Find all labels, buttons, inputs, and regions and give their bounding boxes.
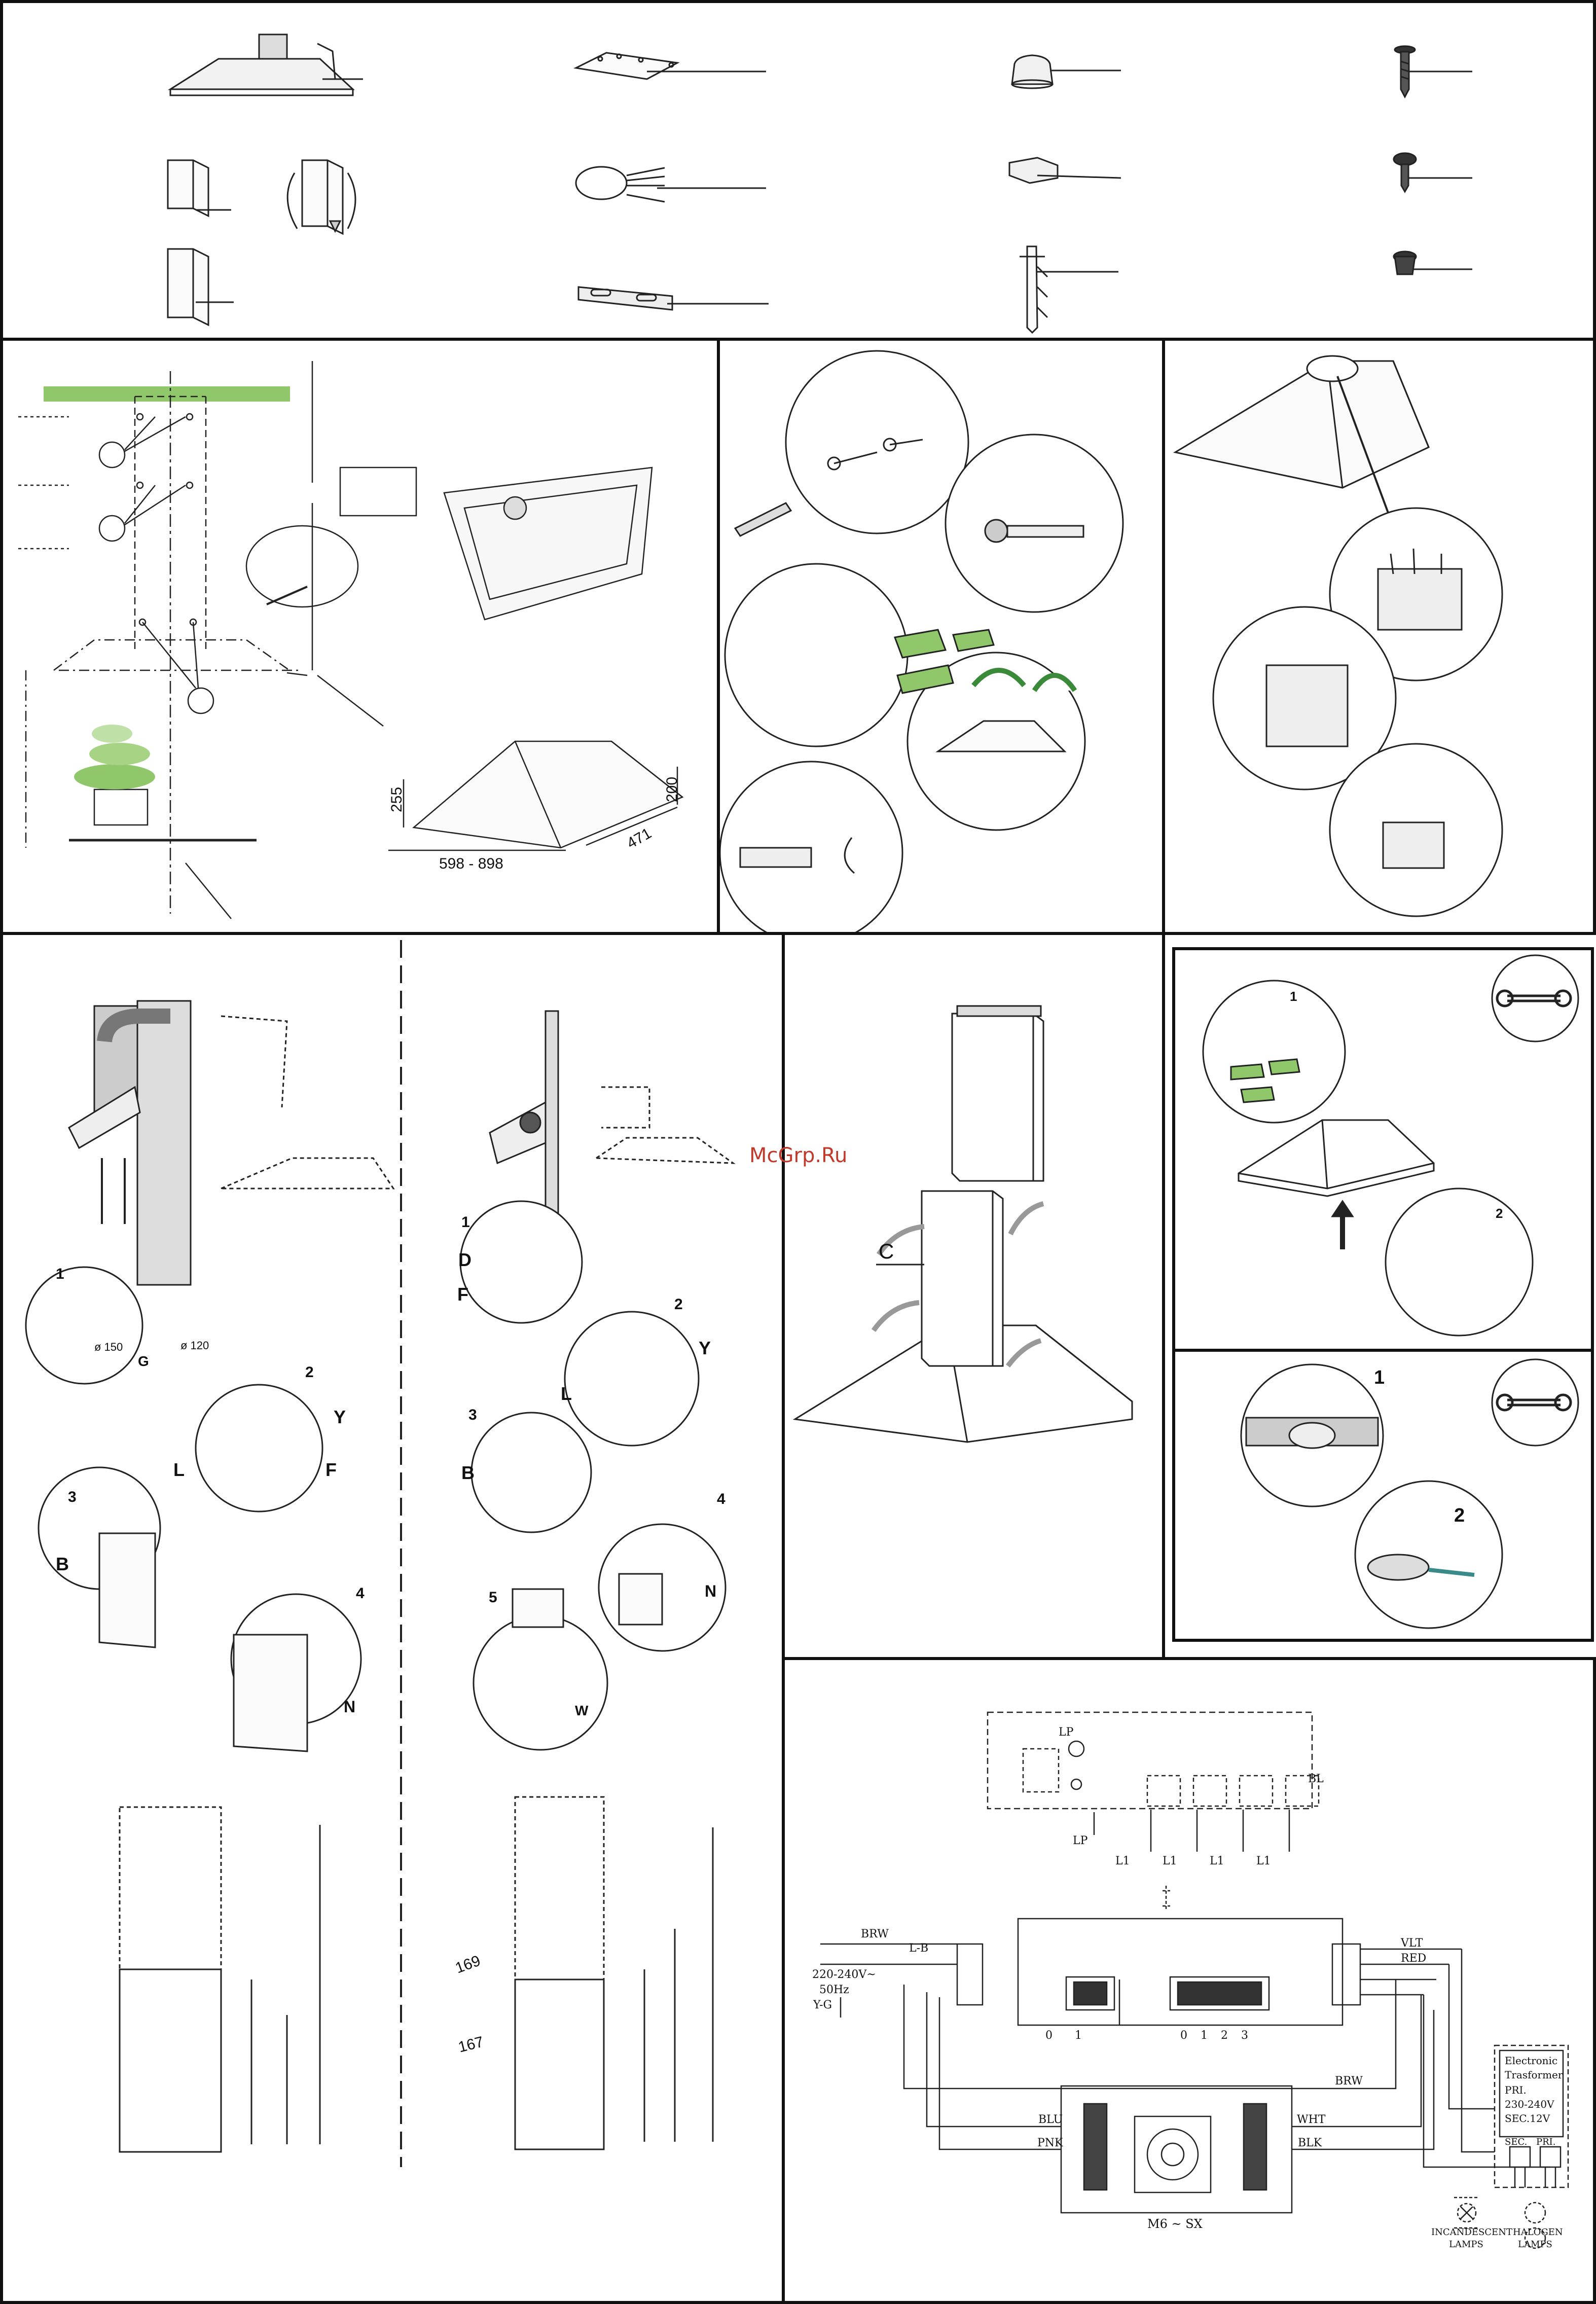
label-red: RED bbox=[1401, 1952, 1426, 1965]
dim-width: 598 - 898 bbox=[439, 855, 503, 873]
label-halogen-1: HALOGEN bbox=[1513, 2227, 1563, 2238]
label-lp: LP bbox=[1059, 1726, 1073, 1739]
label-blu: BLU bbox=[1038, 2113, 1063, 2126]
label-brw-left: BRW bbox=[861, 1928, 889, 1940]
ducting-drawing bbox=[3, 935, 782, 2301]
transformer-line-3: PRI. bbox=[1505, 2084, 1527, 2096]
parts-list-panel bbox=[0, 0, 1596, 341]
label-halogen-2: LAMPS bbox=[1518, 2239, 1552, 2250]
label-D: D bbox=[458, 1249, 471, 1271]
lamp-maintenance-panel: 1 2 bbox=[1172, 1349, 1594, 1642]
label-motor: M6 ~ SX bbox=[1147, 2217, 1203, 2231]
label-N: N bbox=[344, 1698, 355, 1716]
label-incandescent-1: INCANDESCENT bbox=[1431, 2227, 1512, 2238]
label-incandescent-2: LAMPS bbox=[1449, 2239, 1483, 2250]
installation-drawing bbox=[3, 341, 717, 932]
label-Y-recirc: Y bbox=[699, 1338, 711, 1359]
chimney-drawing bbox=[785, 935, 1162, 1657]
transformer-line-5: SEC.12V bbox=[1505, 2112, 1550, 2125]
electrical-connection-panel bbox=[1162, 338, 1596, 935]
ducted-step-4: 4 bbox=[356, 1585, 365, 1602]
label-L: L bbox=[173, 1459, 185, 1481]
label-vlt: VLT bbox=[1401, 1937, 1423, 1950]
recirc-step-3: 3 bbox=[468, 1407, 477, 1424]
label-ground: Y-G bbox=[813, 1999, 832, 2011]
switch-right-3: 3 bbox=[1241, 2029, 1248, 2042]
clip-part bbox=[1009, 158, 1121, 183]
ducted-step-1: 1 bbox=[56, 1266, 64, 1283]
hood-part bbox=[170, 34, 363, 95]
label-l1-1: L1 bbox=[1115, 1855, 1130, 1867]
label-sec: SEC. bbox=[1505, 2137, 1527, 2147]
ducted-step-2: 2 bbox=[305, 1364, 314, 1381]
label-N-recirc: N bbox=[705, 1582, 716, 1601]
ducting-panel: 1 2 3 4 ø 150 ø 120 G Y L F B N 1 2 3 4 … bbox=[0, 932, 785, 2304]
parts-drawings bbox=[3, 3, 1593, 338]
label-l1-3: L1 bbox=[1210, 1855, 1224, 1867]
filter-step-1: 1 bbox=[1290, 989, 1297, 1004]
plate-part bbox=[576, 53, 766, 79]
label-lp-bottom: LP bbox=[1073, 1834, 1087, 1847]
chimney-parts bbox=[168, 160, 355, 325]
label-G: G bbox=[138, 1353, 149, 1370]
label-B: B bbox=[56, 1554, 69, 1575]
chimney-panel: McGrp.Ru C bbox=[782, 932, 1165, 1660]
watermark: McGrp.Ru bbox=[749, 1144, 847, 1167]
ducted-step-3: 3 bbox=[68, 1489, 77, 1506]
switch-right-2: 2 bbox=[1221, 2029, 1228, 2042]
recirc-step-5: 5 bbox=[489, 1589, 497, 1606]
wiring-diagram-panel: LP LP L1 L1 L1 L1 BL BRW L-B 220-240V~ 5… bbox=[782, 1657, 1596, 2304]
label-brw-bottom: BRW bbox=[1335, 2075, 1363, 2087]
duct-diameter-150: ø 150 bbox=[94, 1341, 123, 1354]
label-freq: 50Hz bbox=[819, 1984, 849, 1996]
lamp-drawing bbox=[1175, 1352, 1591, 1639]
transformer-line-2: Trasformer bbox=[1505, 2069, 1563, 2081]
installation-panel: 255 598 - 898 471 200 bbox=[0, 338, 720, 935]
duct-diameter-120: ø 120 bbox=[180, 1339, 209, 1352]
label-l1-4: L1 bbox=[1256, 1855, 1271, 1867]
label-blk: BLK bbox=[1298, 2137, 1322, 2149]
cable-part bbox=[576, 167, 766, 202]
steam-icon bbox=[74, 725, 155, 789]
switch-right-0: 0 bbox=[1180, 2029, 1187, 2042]
transformer-line-4: 230-240V bbox=[1505, 2098, 1554, 2110]
label-L-recirc: L bbox=[561, 1383, 572, 1405]
filter-maintenance-panel: 1 2 bbox=[1172, 947, 1594, 1352]
lamp-step-1: 1 bbox=[1374, 1367, 1385, 1389]
ceiling-band bbox=[44, 386, 290, 402]
label-l1-2: L1 bbox=[1163, 1855, 1177, 1867]
label-pnk: PNK bbox=[1037, 2137, 1063, 2149]
switch-left-0: 0 bbox=[1045, 2029, 1053, 2042]
fixing-panel bbox=[717, 338, 1165, 935]
recirc-step-2: 2 bbox=[674, 1296, 683, 1313]
label-F-recirc: F bbox=[457, 1284, 468, 1305]
switch-left-1: 1 bbox=[1075, 2029, 1082, 2042]
label-bl: BL bbox=[1308, 1773, 1324, 1785]
label-pri: PRI. bbox=[1536, 2137, 1556, 2147]
switch-right-1: 1 bbox=[1201, 2029, 1208, 2042]
wall-plug-part bbox=[1020, 246, 1118, 333]
label-wht: WHT bbox=[1297, 2113, 1325, 2126]
label-lb: L-B bbox=[909, 1942, 928, 1955]
bracket-part bbox=[578, 287, 769, 310]
recirc-step-1: 1 bbox=[461, 1214, 470, 1231]
label-supply: 220-240V~ bbox=[812, 1968, 876, 1981]
recirc-step-4: 4 bbox=[717, 1491, 726, 1508]
dim-height-back: 200 bbox=[664, 777, 681, 802]
wiring-lines bbox=[785, 1660, 1593, 2301]
filter-drawing bbox=[1175, 950, 1591, 1349]
knob-part bbox=[1012, 55, 1121, 88]
chimney-label-C: C bbox=[879, 1239, 894, 1264]
transformer-line-1: Electronic bbox=[1505, 2055, 1557, 2067]
fixing-circles bbox=[720, 341, 1162, 932]
label-Y: Y bbox=[334, 1407, 346, 1428]
filter-step-2: 2 bbox=[1496, 1206, 1503, 1221]
screws-parts bbox=[1394, 46, 1472, 274]
label-B-recirc: B bbox=[461, 1462, 475, 1484]
label-F: F bbox=[325, 1459, 337, 1481]
connection-drawing bbox=[1165, 341, 1593, 932]
lamp-step-2: 2 bbox=[1454, 1505, 1465, 1527]
dim-height-front: 255 bbox=[388, 787, 406, 812]
label-W: W bbox=[575, 1703, 588, 1719]
